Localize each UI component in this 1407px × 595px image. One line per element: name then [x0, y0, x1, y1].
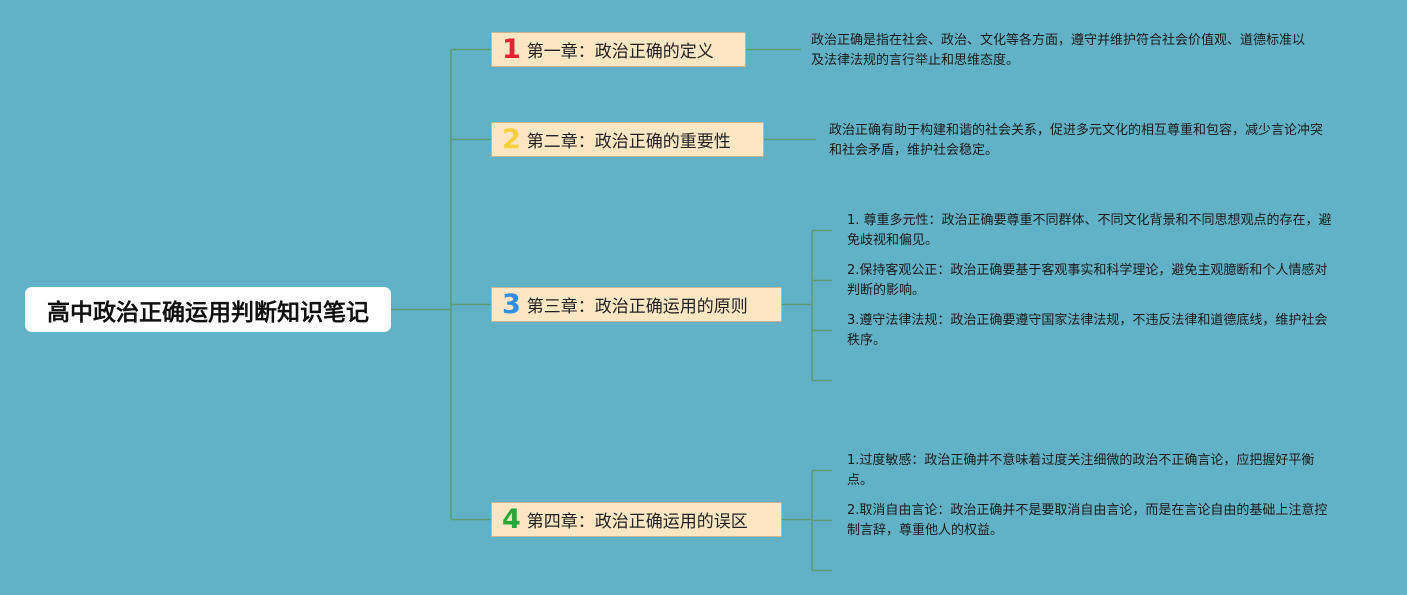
chapter-4-detail-2: 2.取消自由言论：政治正确并不是要取消自由言论，而是在言论自由的基础上注意控制言…	[847, 503, 1328, 538]
chapter-number-2: 2	[502, 124, 521, 155]
chapter-title-1: 第一章：政治正确的定义	[526, 42, 714, 62]
chapter-1-detail-1: 政治正确是指在社会、政治、文化等各方面，遵守并维护符合社会价值观、道德标准以及法…	[811, 33, 1306, 68]
root-node[interactable]: 高中政治正确运用判断知识笔记	[25, 287, 391, 332]
chapter-2-detail-1: 政治正确有助于构建和谐的社会关系，促进多元文化的相互尊重和包容，减少言论冲突和社…	[829, 123, 1324, 158]
chapter-node-1[interactable]: 1 第一章：政治正确的定义	[491, 32, 746, 67]
chapter-title-2: 第二章：政治正确的重要性	[526, 132, 731, 152]
chapter-number-3: 3	[502, 289, 521, 320]
chapter-number-1: 1	[502, 34, 521, 65]
chapter-node-2[interactable]: 2 第二章：政治正确的重要性	[491, 122, 764, 157]
chapter-3-detail-2: 2.保持客观公正：政治正确要基于客观事实和科学理论，避免主观臆断和个人情感对判断…	[847, 263, 1328, 298]
chapter-3-detail-1: 1. 尊重多元性：政治正确要尊重不同群体、不同文化背景和不同思想观点的存在，避免…	[847, 213, 1332, 248]
chapter-title-3: 第三章：政治正确运用的原则	[526, 297, 748, 317]
chapter-number-4: 4	[502, 504, 521, 535]
chapter-title-4: 第四章：政治正确运用的误区	[526, 512, 748, 532]
chapter-3-detail-3: 3.遵守法律法规：政治正确要遵守国家法律法规，不违反法律和道德底线，维护社会秩序…	[847, 313, 1328, 348]
chapter-node-3[interactable]: 3 第三章：政治正确运用的原则	[491, 287, 782, 322]
chapter-node-4[interactable]: 4 第四章：政治正确运用的误区	[491, 502, 782, 537]
root-title: 高中政治正确运用判断知识笔记	[47, 299, 369, 326]
chapter-4-detail-1: 1.过度敏感：政治正确并不意味着过度关注细微的政治不正确言论，应把握好平衡点。	[847, 453, 1315, 488]
